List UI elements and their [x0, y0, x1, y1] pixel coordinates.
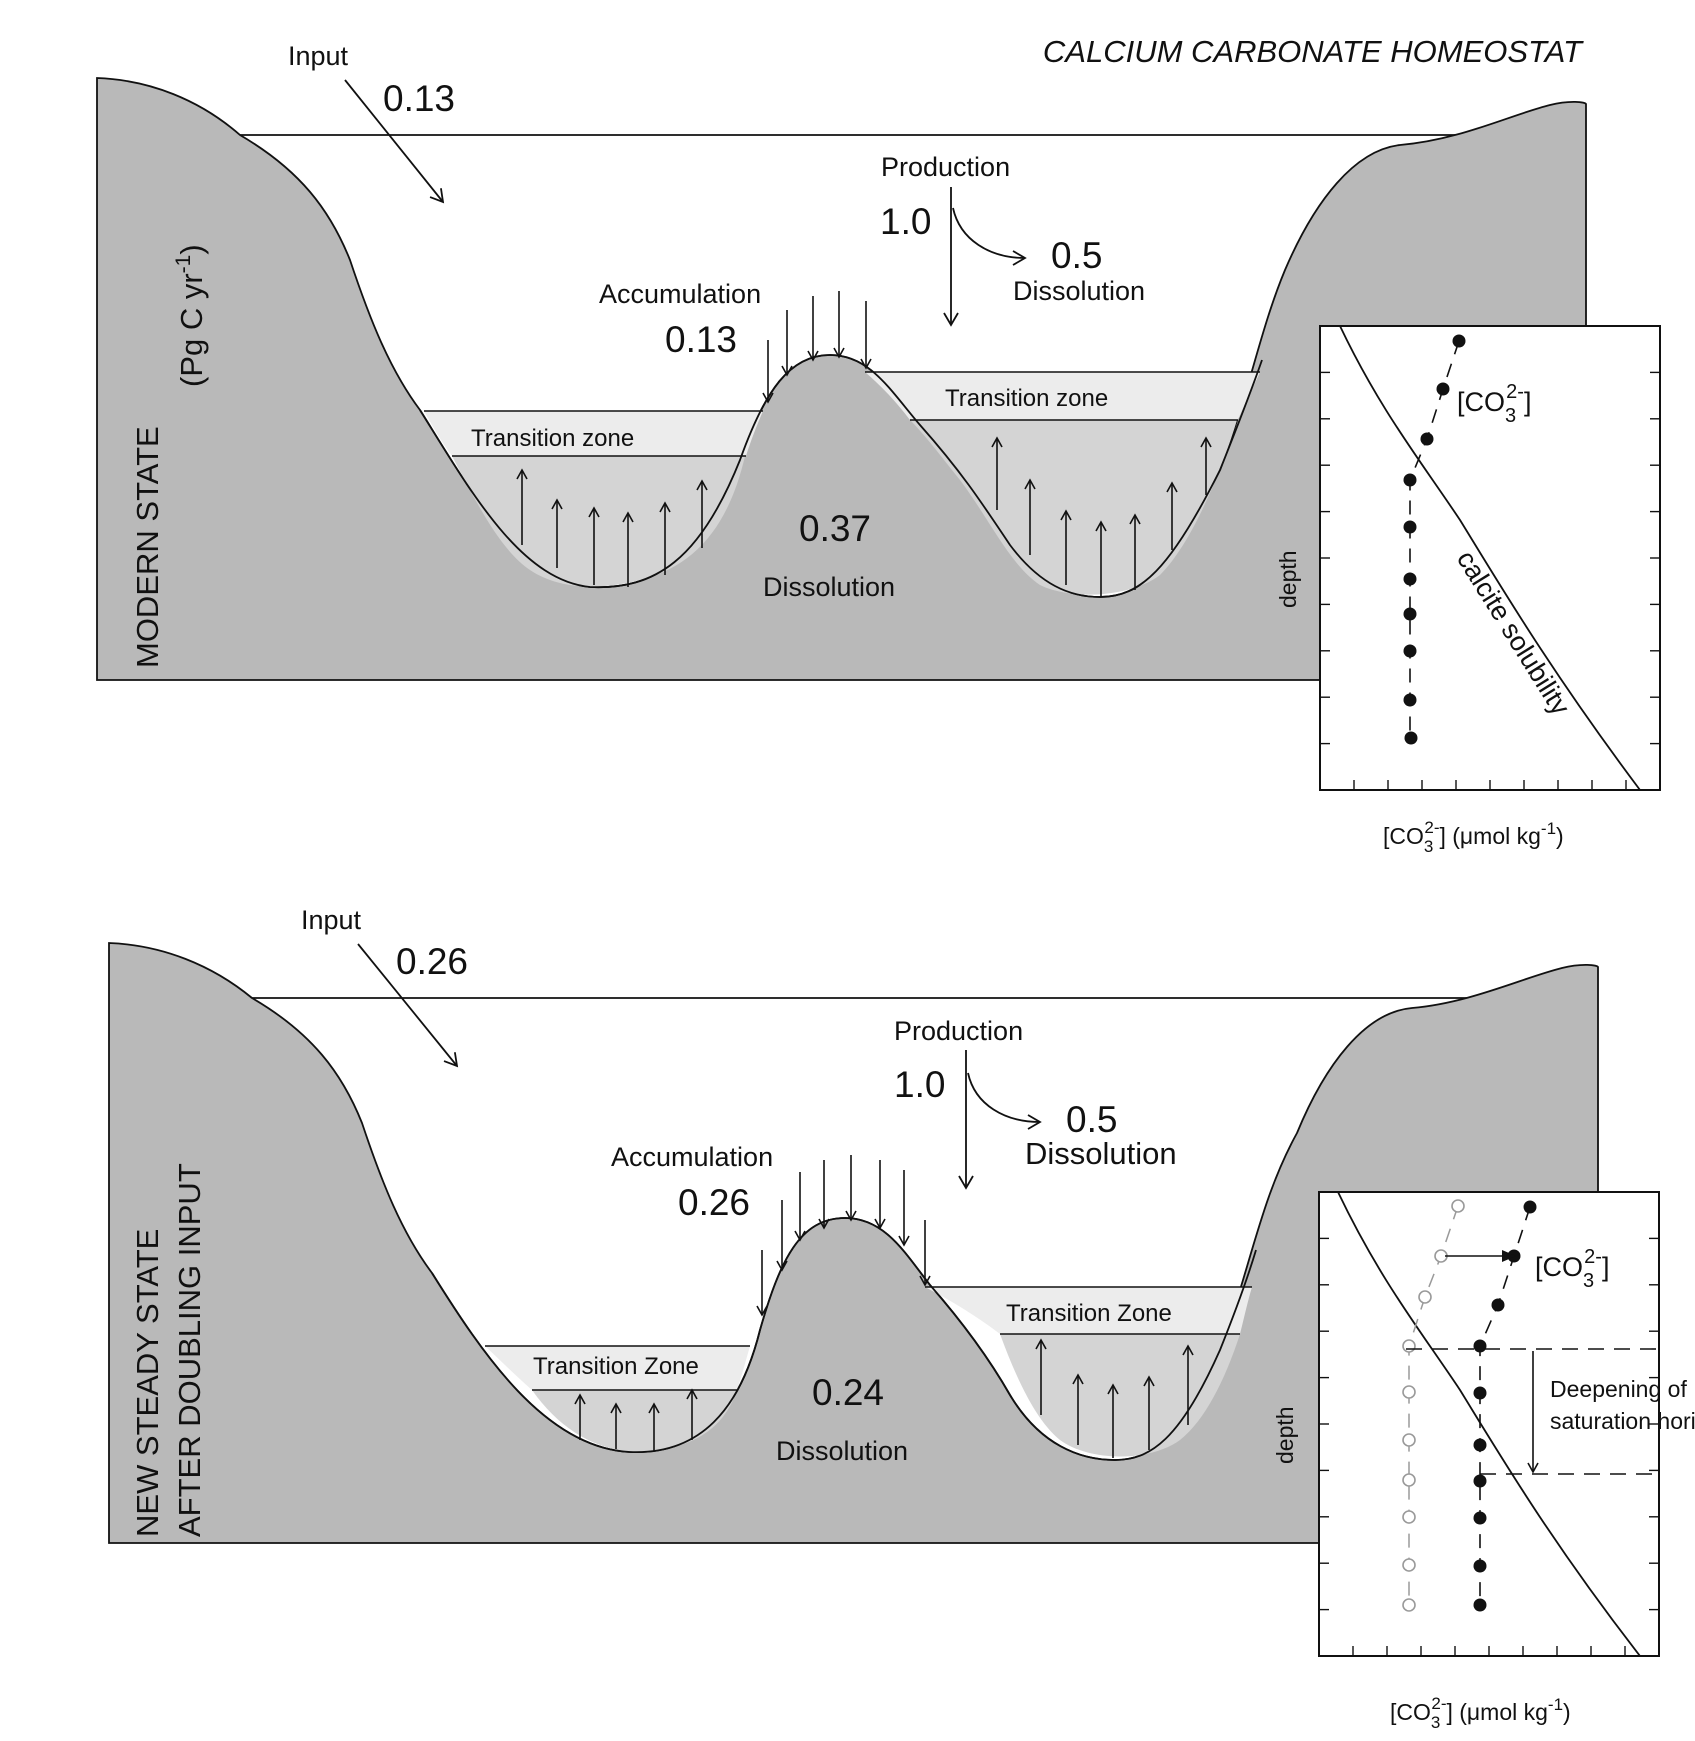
shallow-dissolution-arrow — [952, 207, 1027, 266]
carbonate-ion-point — [1403, 572, 1417, 586]
accumulation-label-2: Accumulation — [611, 1142, 773, 1172]
inset-depth-axis-label: depth — [1275, 550, 1301, 608]
shallow-dissolution-label: Dissolution — [1013, 276, 1145, 306]
new-carbonate-point — [1473, 1386, 1487, 1400]
initial-carbonate-point — [1402, 1510, 1416, 1524]
doubled-inset-profile: [CO32-] depth [CO32-] (μmol kg-1) — [1272, 1191, 1660, 1732]
input-arrow — [344, 79, 445, 204]
shallow-dissolution-label-2: Dissolution — [1025, 1136, 1177, 1171]
calcite-solubility-curve-2 — [1337, 1191, 1641, 1657]
carbonate-ion-point — [1403, 693, 1417, 707]
left-basin-dissolution-arrows — [516, 468, 708, 587]
shallow-dissolution-value-2: 0.5 — [1066, 1099, 1117, 1140]
new-carbonate-point — [1473, 1339, 1487, 1353]
right-basin-undersaturated-zone-2 — [1000, 1334, 1240, 1457]
input-value-2: 0.26 — [396, 941, 468, 982]
initial-carbonate-profile-points — [1402, 1199, 1465, 1612]
new-carbonate-point — [1523, 1200, 1537, 1214]
right-basin-undersaturated-zone — [910, 420, 1237, 595]
figure-title: CALCIUM CARBONATE HOMEOSTAT — [1043, 34, 1584, 69]
shallow-dissolution-value: 0.5 — [1051, 235, 1102, 276]
accumulation-value-2: 0.26 — [678, 1182, 750, 1223]
input-label-2: Input — [301, 905, 362, 935]
deepening-annotation-line-1: Deepening of — [1550, 1376, 1687, 1402]
left-basin-dissolution-arrows-2 — [574, 1388, 698, 1451]
initial-carbonate-point — [1402, 1385, 1416, 1399]
right-basin-dissolution-arrows — [991, 436, 1212, 597]
new-carbonate-point — [1473, 1598, 1487, 1612]
carbonate-ion-point — [1436, 382, 1450, 396]
accumulation-arrows-2 — [756, 1155, 931, 1317]
accumulation-value: 0.13 — [665, 319, 737, 360]
initial-carbonate-point — [1402, 1433, 1416, 1447]
carbonate-ion-point — [1452, 334, 1466, 348]
shallow-dissolution-arrow-2 — [967, 1072, 1042, 1130]
new-carbonate-point — [1491, 1298, 1505, 1312]
production-value-2: 1.0 — [894, 1064, 945, 1105]
modern-state-side-label: MODERN STATE — [130, 426, 165, 668]
carbonate-ion-point — [1403, 607, 1417, 621]
initial-carbonate-point — [1402, 1339, 1416, 1353]
production-label: Production — [881, 152, 1010, 182]
production-label-2: Production — [894, 1016, 1023, 1046]
production-value: 1.0 — [880, 201, 931, 242]
initial-carbonate-point — [1402, 1473, 1416, 1487]
deep-dissolution-value: 0.37 — [799, 508, 871, 549]
accumulation-arrows — [762, 291, 872, 404]
carbonate-ion-point — [1403, 520, 1417, 534]
deep-dissolution-label: Dissolution — [763, 572, 895, 602]
left-transition-zone — [424, 411, 763, 456]
right-transition-zone-2 — [925, 1287, 1252, 1334]
new-carbonate-point — [1473, 1511, 1487, 1525]
left-transition-zone-2 — [485, 1346, 750, 1390]
doubled-input-panel: Input 0.26 Production 1.0 0.5 Dissolutio… — [108, 905, 1695, 1732]
new-carbonate-point — [1473, 1438, 1487, 1452]
modern-inset-profile: [CO32-] calcite solubility depth [CO32-]… — [1275, 325, 1661, 856]
inset-x-axis-label: [CO32-] (μmol kg-1) — [1383, 818, 1564, 856]
new-carbonate-profile-points — [1473, 1200, 1537, 1612]
right-transition-zone-label: Transition zone — [945, 385, 1108, 412]
deep-dissolution-label-2: Dissolution — [776, 1436, 908, 1466]
right-transition-zone — [865, 372, 1260, 420]
initial-carbonate-point — [1451, 1199, 1465, 1213]
deep-dissolution-value-2: 0.24 — [812, 1372, 884, 1413]
inset-x-axis-label-2: [CO32-] (μmol kg-1) — [1390, 1694, 1571, 1732]
inset-depth-axis-label-2: depth — [1272, 1406, 1298, 1464]
carbonate-ion-point — [1403, 644, 1417, 658]
deepening-annotation-line-2: saturation horizon — [1550, 1408, 1695, 1434]
new-state-side-label-1: NEW STEADY STATE — [130, 1229, 165, 1537]
carbonate-ion-point — [1404, 731, 1418, 745]
input-value: 0.13 — [383, 78, 455, 119]
right-basin-dissolution-arrows-2 — [1035, 1338, 1194, 1458]
carbonate-ion-profile-points — [1403, 334, 1466, 745]
input-arrow-2 — [357, 943, 459, 1068]
modern-state-panel: Input 0.13 Production 1.0 0.5 Dissolutio… — [96, 41, 1661, 856]
initial-carbonate-point — [1418, 1290, 1432, 1304]
input-label: Input — [288, 41, 349, 71]
carbonate-ion-point — [1403, 473, 1417, 487]
calcite-solubility-curve — [1339, 325, 1641, 791]
left-basin-undersaturated-zone-2 — [532, 1390, 737, 1453]
left-transition-zone-label-2: Transition Zone — [533, 1353, 699, 1380]
initial-carbonate-point — [1402, 1598, 1416, 1612]
new-state-side-label-2: AFTER DOUBLING INPUT — [172, 1163, 207, 1537]
new-carbonate-point — [1473, 1559, 1487, 1573]
carbonate-ion-point — [1420, 432, 1434, 446]
right-transition-zone-label-2: Transition Zone — [1006, 1300, 1172, 1327]
new-carbonate-point — [1473, 1474, 1487, 1488]
accumulation-label: Accumulation — [599, 279, 761, 309]
initial-carbonate-point — [1402, 1558, 1416, 1572]
units-label: (Pg C yr-1) — [172, 244, 209, 387]
left-transition-zone-label: Transition zone — [471, 425, 634, 452]
